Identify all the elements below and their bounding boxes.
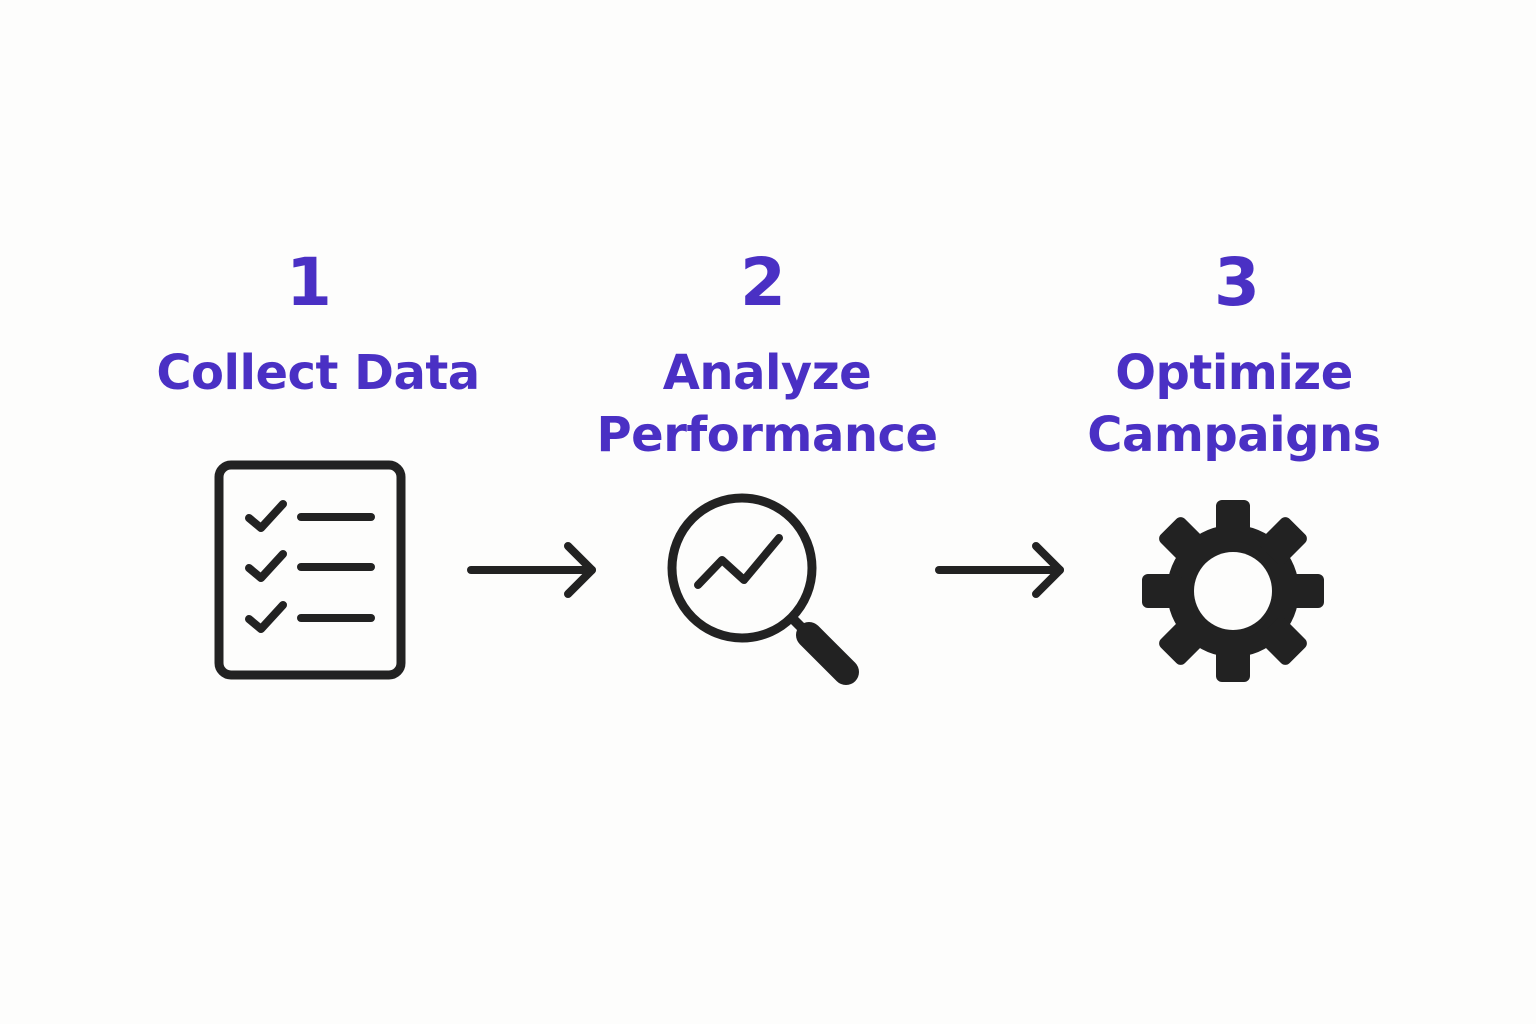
checklist-icon <box>214 460 406 680</box>
magnifier-chart-icon <box>667 493 859 685</box>
step-2-title: Analyze Performance <box>557 342 977 466</box>
arrow-right-icon <box>935 542 1064 598</box>
gear-icon <box>1142 500 1324 682</box>
step-2-title-line-1: Analyze <box>662 345 872 401</box>
step-3-title-line-2: Campaigns <box>1087 407 1381 463</box>
step-2-title-line-2: Performance <box>596 407 938 463</box>
step-3-number: 3 <box>1214 244 1260 321</box>
step-1-title: Collect Data <box>108 342 528 404</box>
step-1-title-line-1: Collect Data <box>156 345 480 401</box>
step-3-title-line-1: Optimize <box>1115 345 1353 401</box>
step-2-number: 2 <box>740 244 786 321</box>
arrow-right-icon <box>467 542 596 598</box>
step-3-title: Optimize Campaigns <box>1024 342 1444 466</box>
step-1-number: 1 <box>286 244 332 321</box>
